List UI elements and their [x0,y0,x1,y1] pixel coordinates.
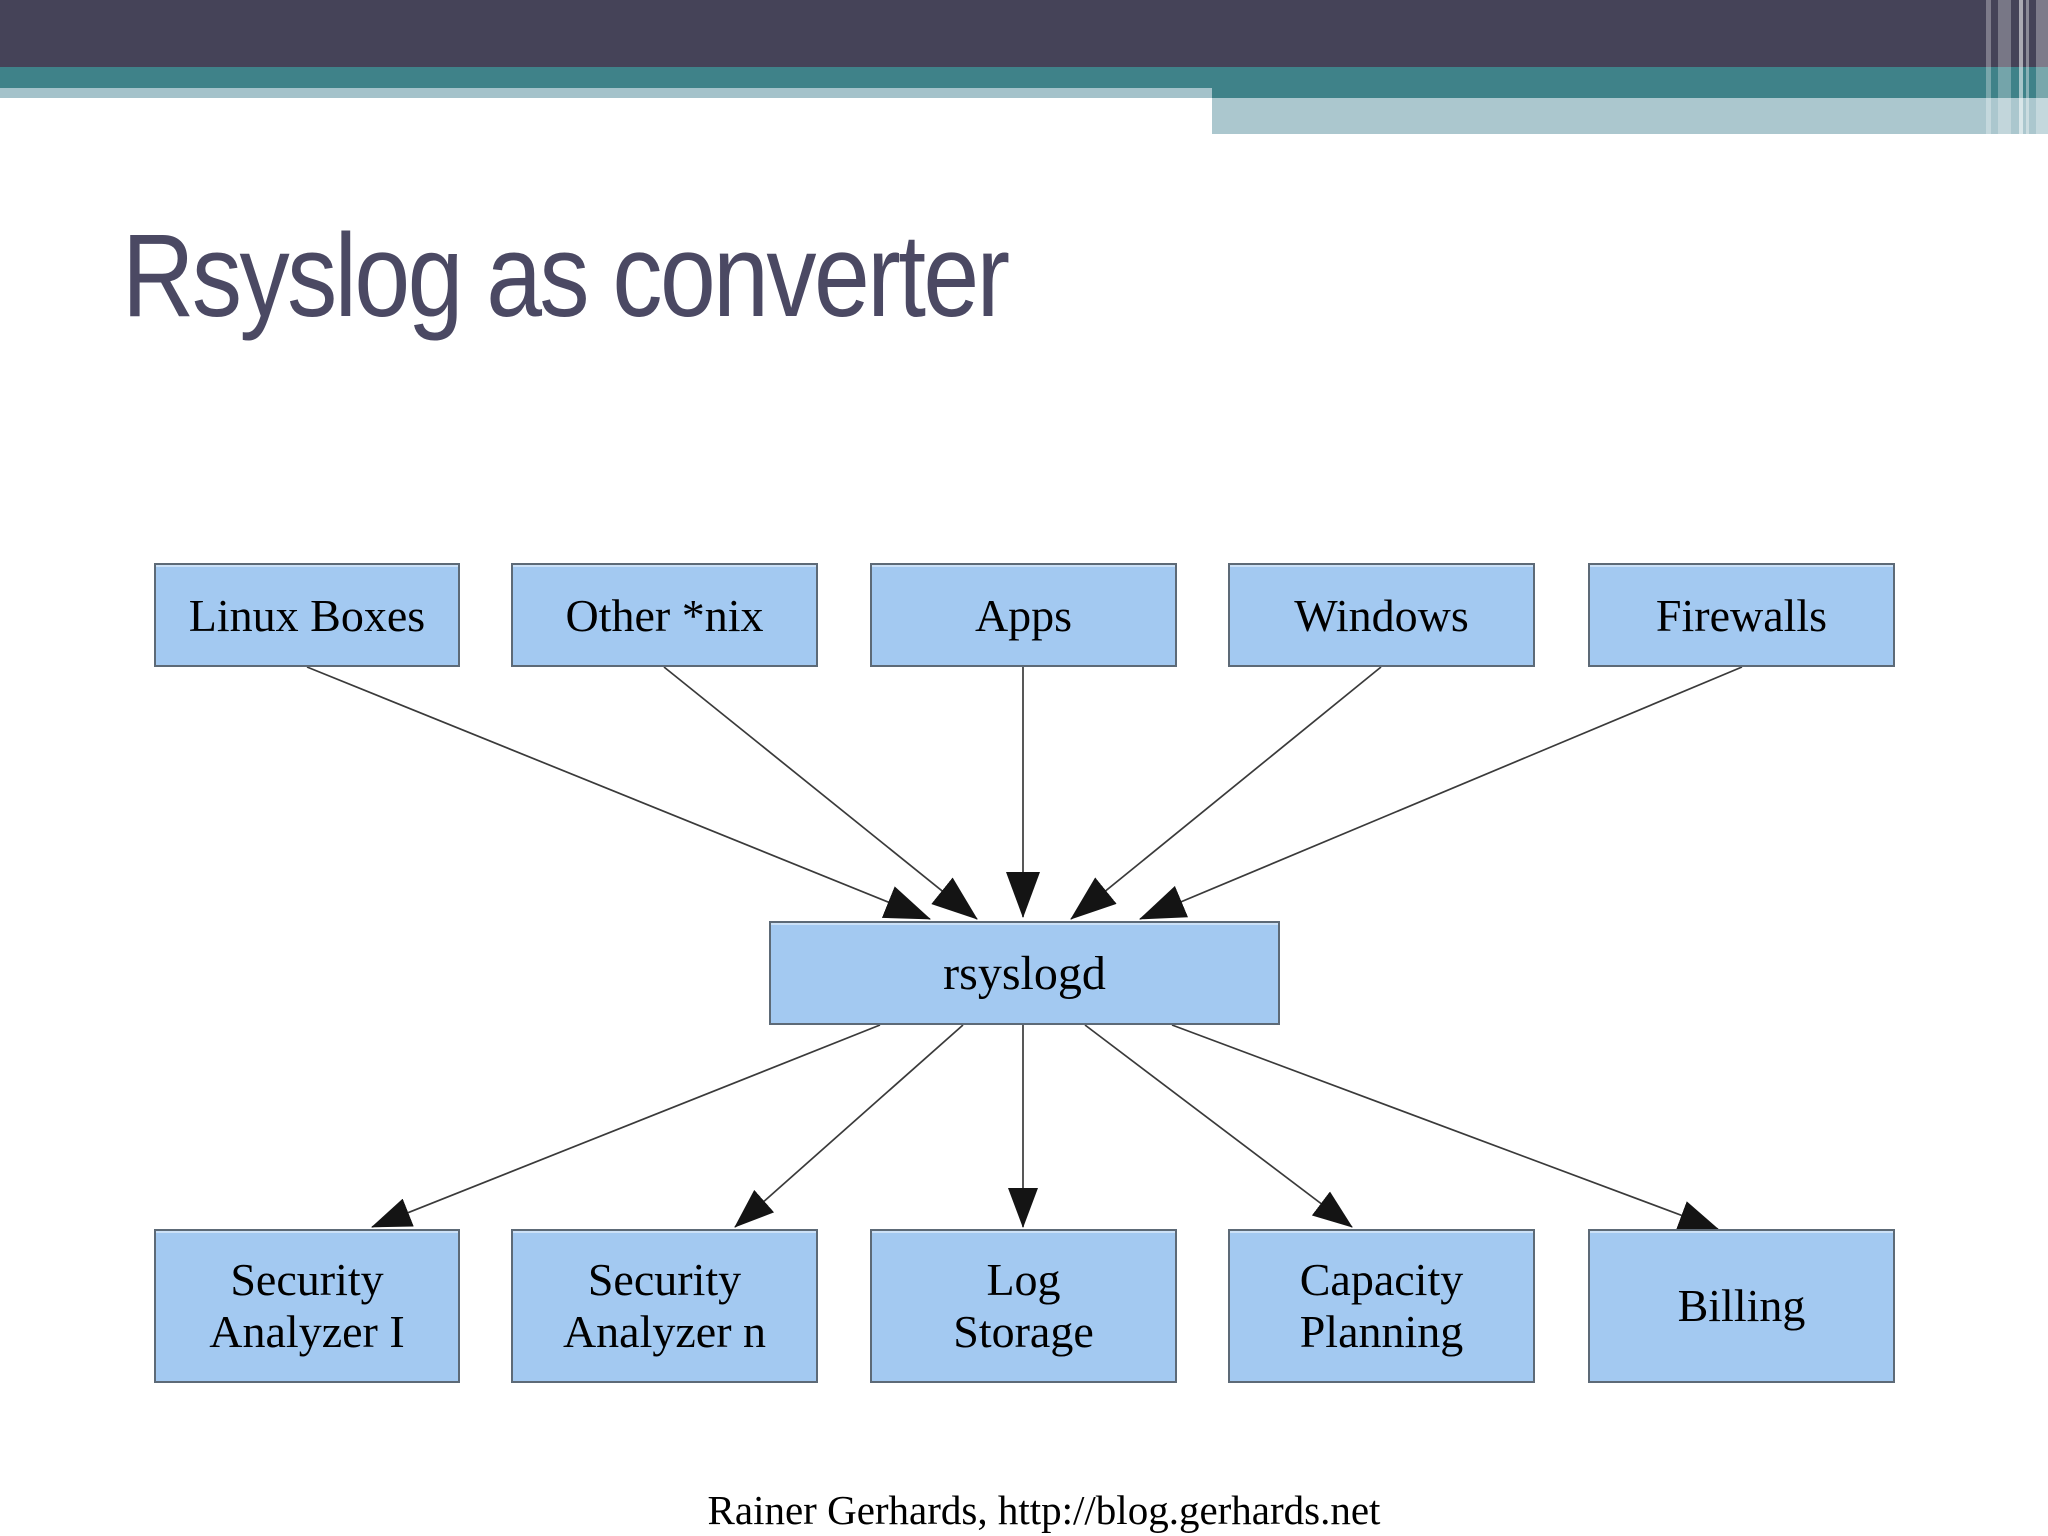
source-label: Apps [974,589,1073,641]
sink-label: Security Analyzer I [209,1254,405,1357]
source-box-linux-boxes: Linux Boxes [154,563,460,667]
source-label: Firewalls [1655,589,1828,641]
arrow-firewalls-to-rsyslogd [1139,666,1743,920]
source-label: Windows [1294,589,1469,641]
source-box-other-nix: Other *nix [511,563,818,667]
inbound-arrows [306,666,1743,920]
outbound-arrows [371,1024,1719,1230]
sink-label: Billing [1677,1280,1806,1332]
arrow-othernix-to-rsyslogd [663,666,978,920]
header-bar-dark [0,0,2048,67]
sink-box-billing: Billing [1588,1229,1895,1383]
source-box-firewalls: Firewalls [1588,563,1895,667]
arrow-windows-to-rsyslogd [1070,666,1382,920]
source-label: Linux Boxes [188,589,426,641]
sink-label: Log Storage [953,1254,1094,1357]
sink-box-security-analyzer-n: Security Analyzer n [511,1229,818,1383]
hub-box-rsyslogd: rsyslogd [769,921,1280,1025]
source-box-windows: Windows [1228,563,1535,667]
arrow-rsyslogd-to-capacity [1084,1024,1353,1228]
header-bar-teal-right [1212,88,2048,98]
hub-label: rsyslogd [943,946,1106,1000]
source-label: Other *nix [565,589,764,641]
arrow-rsyslogd-to-analyzer1 [371,1024,881,1228]
arrow-linux-to-rsyslogd [306,666,931,920]
arrow-rsyslogd-to-billing [1171,1024,1719,1230]
slide-title: Rsyslog as converter [122,210,1010,342]
sink-box-log-storage: Log Storage [870,1229,1177,1383]
header-stripe-light-left [0,88,1212,98]
header-band-light-right [1212,98,2048,134]
sink-box-capacity-planning: Capacity Planning [1228,1229,1535,1383]
arrow-rsyslogd-to-analyzern [734,1024,964,1228]
sink-label: Capacity Planning [1299,1254,1464,1357]
header-bar-teal [0,67,2048,88]
sink-box-security-analyzer-1: Security Analyzer I [154,1229,460,1383]
footer-credit: Rainer Gerhards, http://blog.gerhards.ne… [707,1487,1381,1533]
sink-label: Security Analyzer n [562,1254,767,1357]
source-box-apps: Apps [870,563,1177,667]
